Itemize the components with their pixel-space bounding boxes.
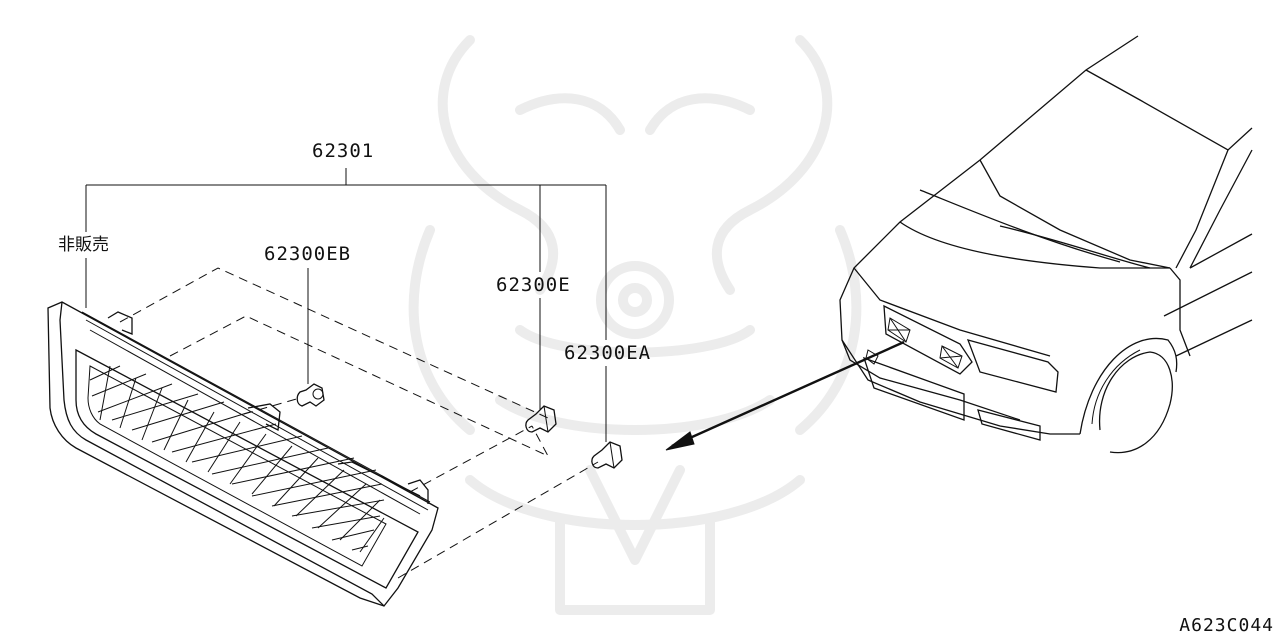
label-62300eb: 62300EB (264, 243, 352, 265)
label-not-for-sale: 非販売 (58, 235, 109, 255)
vehicle-front-view (839, 35, 1253, 454)
grille-assembly (47, 301, 439, 607)
projection-lines (119, 267, 599, 579)
label-62300ea: 62300EA (564, 342, 652, 364)
location-arrow (665, 340, 905, 451)
clip-62300ea (591, 441, 623, 469)
clip-62300eb (296, 383, 325, 407)
diagram-code: A623C044 (1179, 615, 1274, 636)
watermark-emblem (408, 35, 862, 615)
clip-62300e (525, 405, 557, 433)
label-62300e: 62300E (496, 274, 571, 296)
label-62301: 62301 (312, 140, 375, 162)
leader-lines (85, 168, 607, 442)
